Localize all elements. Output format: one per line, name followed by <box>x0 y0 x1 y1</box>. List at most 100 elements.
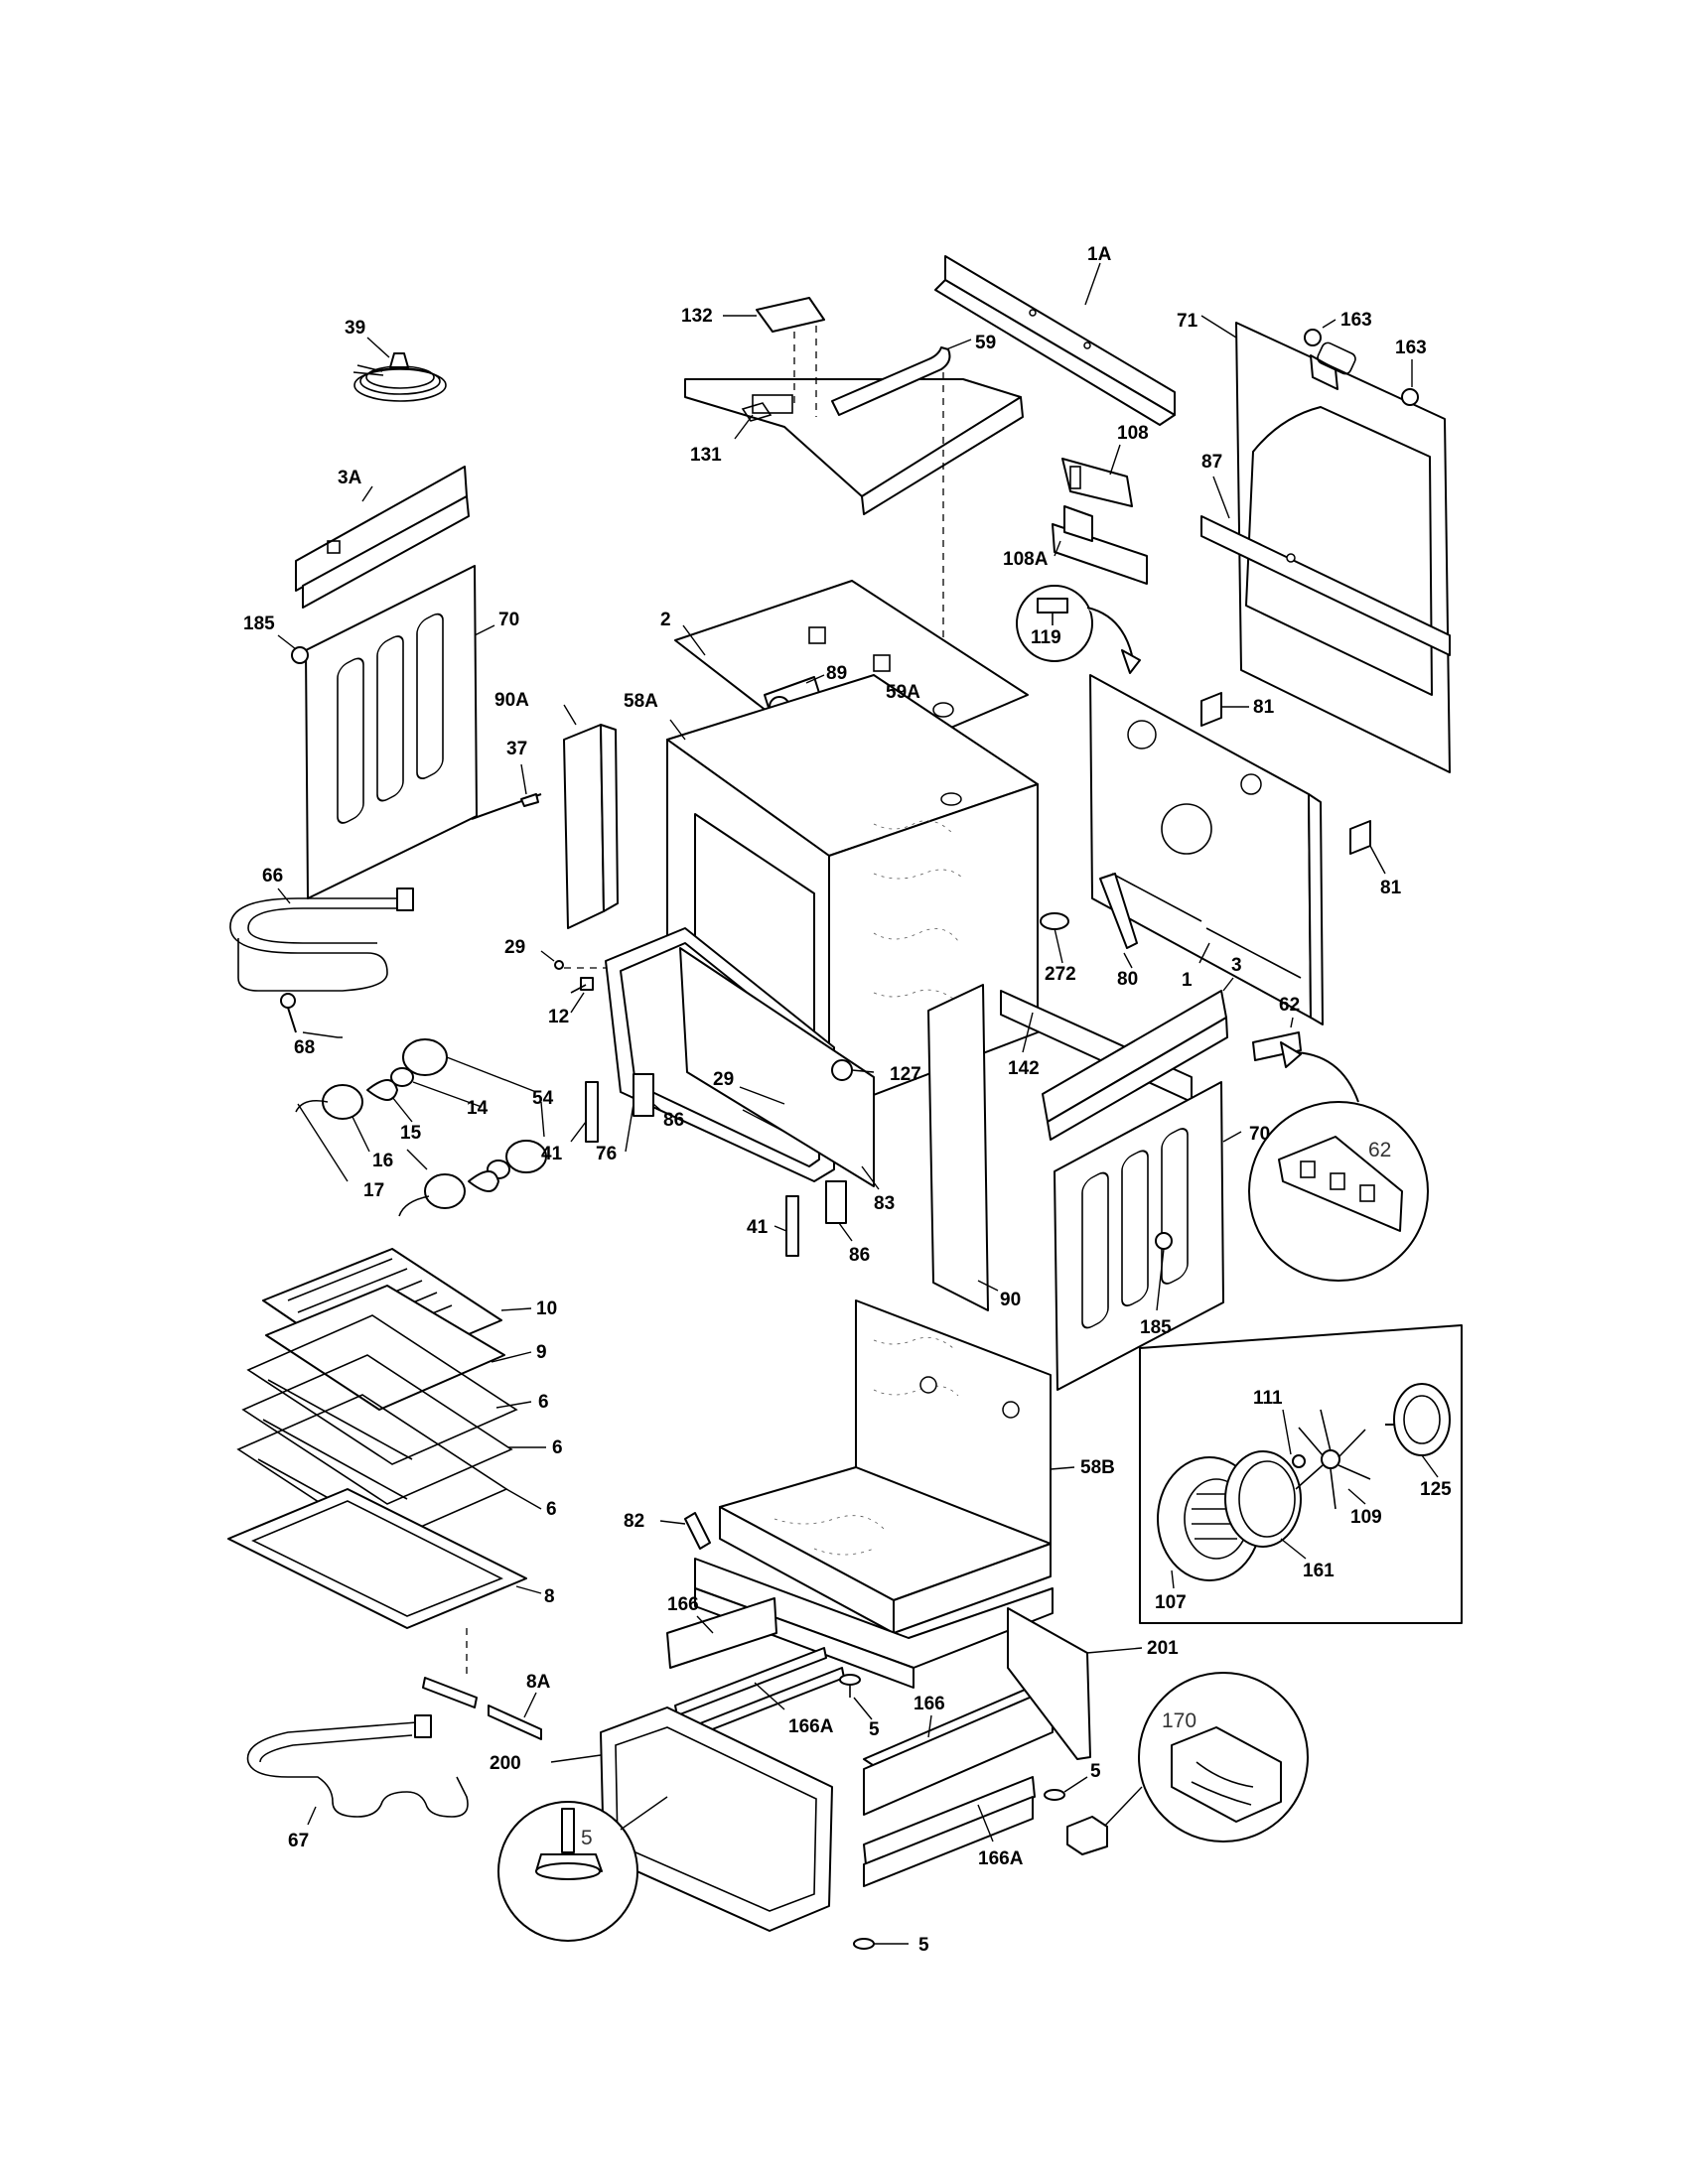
callout: 89 <box>826 663 847 684</box>
callout: 6 <box>538 1392 549 1413</box>
screw-29-top <box>540 950 616 970</box>
clip-8A <box>422 1677 542 1740</box>
strip-90A <box>563 704 619 929</box>
callout: 9 <box>536 1342 547 1363</box>
callout: 58A <box>624 691 658 712</box>
callout: 272 <box>1045 964 1076 985</box>
callout: 70 <box>1249 1124 1270 1145</box>
sensor-119-detail <box>1016 585 1141 674</box>
callout: 15 <box>400 1123 422 1144</box>
part-108 <box>1061 444 1133 507</box>
leveler-5-detail <box>497 1796 668 1942</box>
bake-element-66 <box>229 887 414 992</box>
callout: 3 <box>1231 955 1242 976</box>
rail-201 <box>1007 1607 1143 1760</box>
callout: 2 <box>660 610 671 630</box>
hinge-strip-41-bottom <box>774 1195 799 1257</box>
callout: 80 <box>1117 969 1138 990</box>
callout: 170 <box>1162 1709 1196 1732</box>
callout: 1 <box>1182 970 1193 991</box>
callout: 142 <box>1008 1058 1040 1079</box>
bracket-82 <box>659 1512 711 1550</box>
bracket-170 <box>1066 1816 1108 1855</box>
callout: 37 <box>506 739 527 759</box>
callout: 108 <box>1117 423 1149 444</box>
callout: 166 <box>667 1594 699 1615</box>
leveler-5c <box>853 1938 909 1950</box>
callout: 166A <box>788 1716 834 1737</box>
callout: 200 <box>490 1753 521 1774</box>
insulation-58B <box>719 1299 1075 1634</box>
bracket-3A <box>295 466 470 609</box>
callout: 16 <box>372 1151 393 1171</box>
callout: 5 <box>869 1719 880 1740</box>
callout: 132 <box>681 306 713 327</box>
callout: 70 <box>498 610 519 630</box>
broil-tray-9 <box>265 1285 532 1411</box>
terminal-62-detail <box>1248 1041 1429 1282</box>
callout: 127 <box>890 1064 921 1085</box>
callout: 14 <box>467 1098 489 1119</box>
callout: 83 <box>874 1193 895 1214</box>
callout: 90A <box>494 690 529 711</box>
callout: 76 <box>596 1144 617 1164</box>
callout: 62 <box>1368 1139 1391 1161</box>
fan-motor-125 <box>1385 1383 1451 1478</box>
callout: 201 <box>1147 1638 1179 1659</box>
callout: 166 <box>914 1694 945 1714</box>
callout: 81 <box>1253 697 1275 718</box>
plate-132 <box>723 297 825 417</box>
hinge-86-top <box>633 1073 661 1117</box>
callout: 54 <box>532 1088 554 1109</box>
callout: 5 <box>581 1827 593 1849</box>
callout: 67 <box>288 1831 309 1851</box>
top-panel-131 <box>684 378 1024 515</box>
sensor-12 <box>570 977 594 1014</box>
callout: 6 <box>552 1437 563 1458</box>
screw-163 <box>1304 319 1419 406</box>
callout: 5 <box>918 1935 929 1956</box>
broil-element-67 <box>246 1714 469 1826</box>
clip-81-top <box>1200 692 1249 727</box>
rail-87 <box>1200 476 1451 656</box>
screw-29-bottom <box>739 1086 785 1105</box>
bracket-108A <box>1052 505 1148 585</box>
slide-166-left <box>666 1597 777 1669</box>
callout: 107 <box>1155 1592 1187 1613</box>
hinge-strip-41-top <box>570 1081 599 1143</box>
callout: 109 <box>1350 1507 1382 1528</box>
callout: 41 <box>747 1217 769 1238</box>
callout: 161 <box>1303 1561 1335 1581</box>
callout: 62 <box>1279 995 1300 1016</box>
callout: 59A <box>886 682 920 703</box>
part-80 <box>1099 873 1138 969</box>
insulation-inner <box>679 947 875 1187</box>
hinge-86-bottom <box>825 1180 853 1242</box>
side-shield-70-right <box>1054 1081 1242 1391</box>
callout: 6 <box>546 1499 557 1520</box>
wire-coil-39 <box>352 337 447 402</box>
callout: 58B <box>1080 1457 1115 1478</box>
callout: 12 <box>548 1007 569 1027</box>
top-frame-1A <box>934 255 1176 426</box>
back-wall-1 <box>1089 674 1324 1025</box>
callout: 17 <box>363 1180 384 1201</box>
wire-17 <box>295 1099 430 1217</box>
callout: 87 <box>1201 452 1222 473</box>
callout: 81 <box>1380 878 1402 898</box>
slide-166A-right <box>863 1776 1036 1887</box>
callout: 166A <box>978 1848 1024 1869</box>
callout: 3A <box>338 468 362 488</box>
callout: 8 <box>544 1586 555 1607</box>
callout: 163 <box>1395 338 1427 358</box>
callout: 111 <box>1253 1388 1283 1409</box>
callout: 185 <box>243 614 275 634</box>
callout: 59 <box>975 333 996 353</box>
terminal-62 <box>1252 1017 1302 1061</box>
bracket-3 <box>1042 977 1234 1141</box>
part-272 <box>1040 912 1069 964</box>
panel-83 <box>861 1165 880 1190</box>
lamp-housing-16 <box>322 1084 466 1209</box>
bottom-tray-8 <box>227 1488 542 1678</box>
probe-37 <box>471 763 542 820</box>
